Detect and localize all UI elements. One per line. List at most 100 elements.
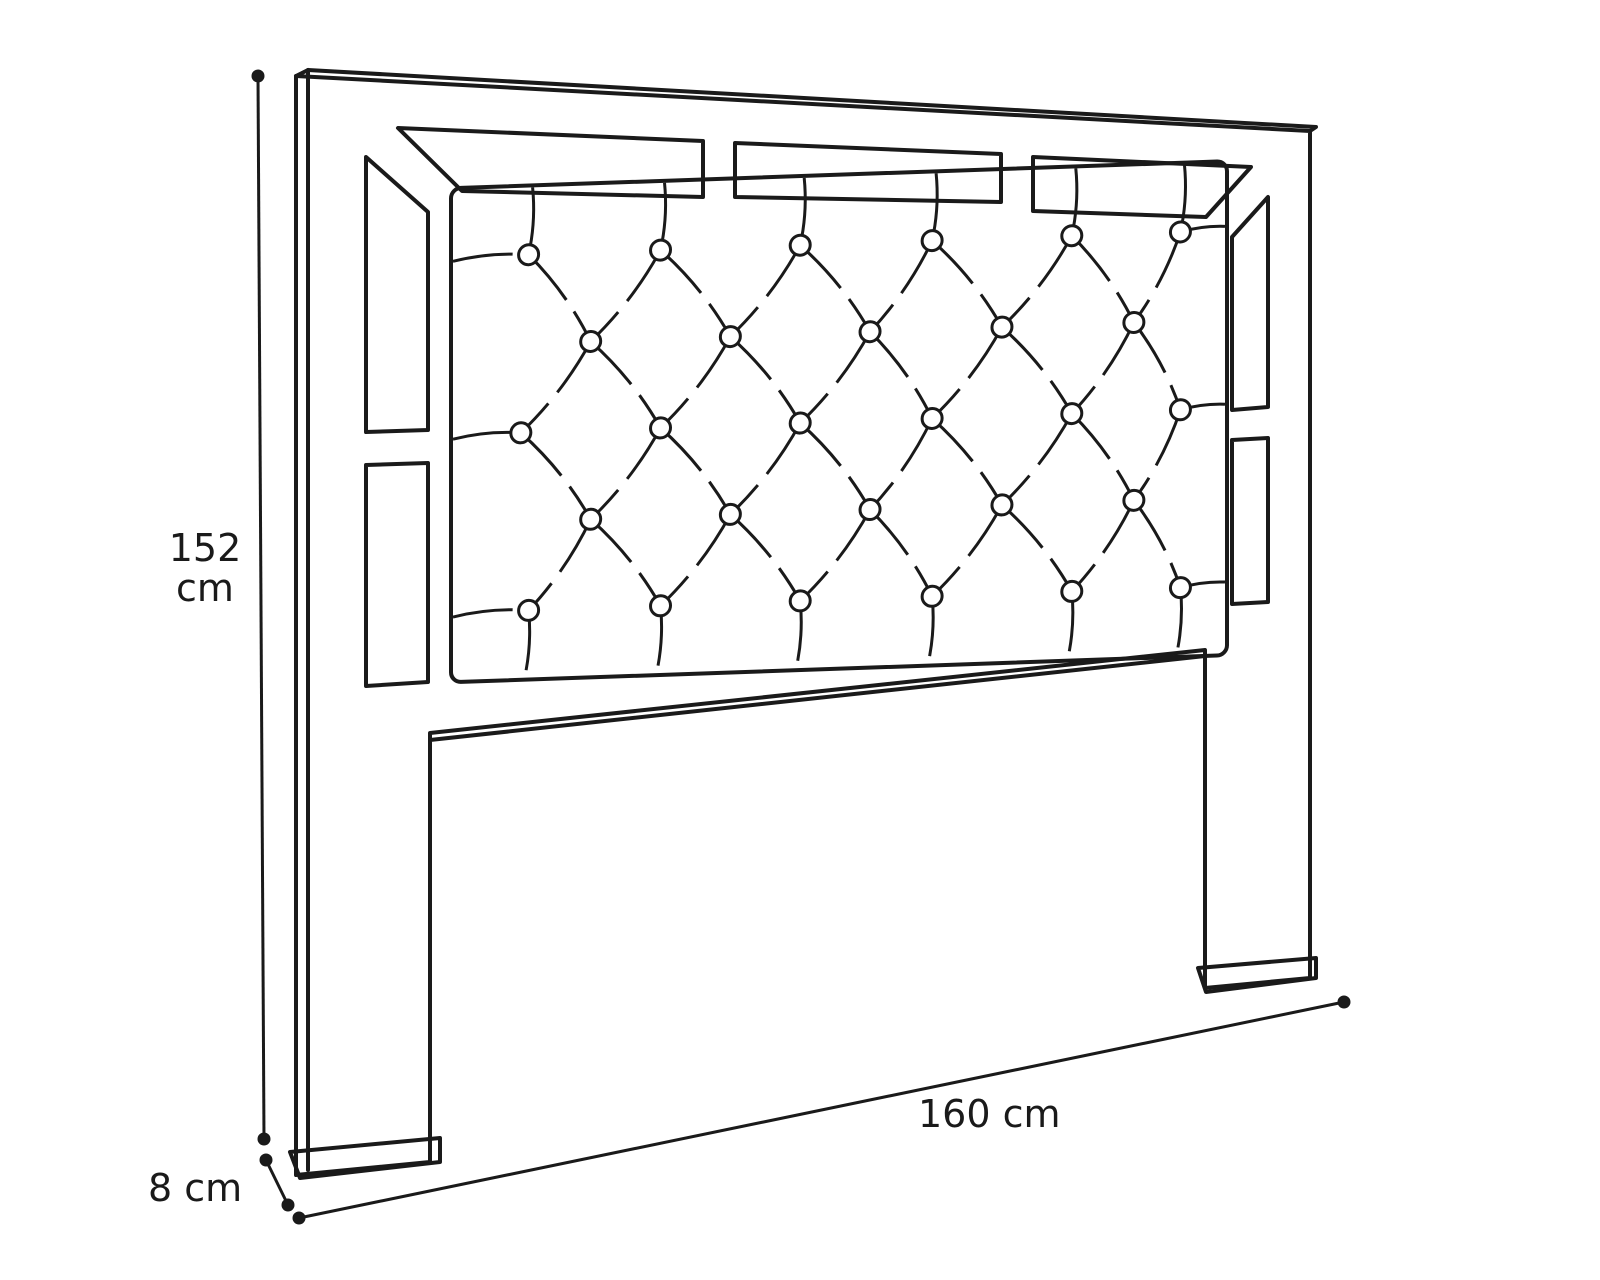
width-dimension-end-left (292, 1211, 306, 1225)
tuft-seam (589, 518, 662, 607)
tuft-seam (931, 239, 1004, 328)
tuft-seam (1000, 235, 1074, 329)
tuft-seam (729, 244, 802, 338)
height-dimension-end-bottom (257, 1132, 271, 1146)
tuft-button (517, 243, 541, 267)
tuft-seam (931, 417, 1004, 506)
tuft-seam (1070, 412, 1136, 502)
tuft-seam (589, 249, 662, 343)
tuft-seam (799, 508, 872, 602)
tuft-seam-top (527, 187, 536, 255)
tuft-seam-left (452, 252, 529, 263)
width-label: 160 cm (918, 1092, 1061, 1136)
tuft-button (1168, 220, 1192, 244)
width-dimension-line (298, 1000, 1345, 1220)
tuft-button (718, 502, 742, 526)
tuft-seam (589, 340, 662, 429)
tuft-button (718, 325, 742, 349)
left-foot (288, 1136, 442, 1180)
depth-label: 8 cm (148, 1166, 243, 1210)
tuft-seam-top (798, 177, 807, 246)
width-dimension-end-right (1337, 995, 1351, 1009)
tufted-cushion (449, 159, 1229, 684)
right-panel-upper (1230, 195, 1270, 412)
tuft-seam (519, 431, 592, 521)
tuft-seam (799, 331, 872, 425)
tuft-seam (1000, 325, 1074, 415)
tuft-seam (868, 508, 934, 597)
height-unit: cm (176, 566, 234, 610)
right-foot (1196, 956, 1318, 994)
tuft-button (920, 229, 944, 253)
height-value: 152 (168, 526, 242, 570)
tuft-button (649, 594, 673, 618)
height-dimension-line (256, 75, 266, 1140)
height-dimension-end-top (251, 69, 265, 83)
tuft-button (1060, 402, 1084, 426)
tuft-button (509, 421, 533, 445)
tuft-seam (589, 427, 662, 521)
tuft-seam (1000, 503, 1074, 593)
tuft-seam (659, 426, 732, 516)
left-panel-lower (364, 461, 430, 688)
tuft-seam-top (659, 182, 668, 251)
tuft-button (788, 589, 812, 613)
tuft-seam (659, 335, 732, 429)
tuft-button (788, 233, 812, 257)
tuft-seam-top (1178, 164, 1187, 233)
tuft-seam (931, 326, 1004, 420)
tuft-button (579, 507, 603, 531)
tuft-seam (519, 340, 592, 434)
tuft-seam (799, 244, 872, 333)
tuft-seam (659, 248, 732, 338)
tuft-seam (799, 421, 872, 511)
tuft-button (990, 493, 1014, 517)
tuft-button (1168, 576, 1192, 600)
tuft-seam (868, 240, 934, 333)
tuft-seam (868, 417, 934, 511)
tuft-button (649, 238, 673, 262)
tuft-seam-top (1070, 168, 1079, 237)
tuft-button (1122, 488, 1146, 512)
tuft-seam (931, 504, 1004, 598)
tuft-seam (1000, 412, 1074, 506)
tuft-button (579, 329, 603, 353)
tuft-seam (729, 513, 802, 602)
tuft-seam (868, 330, 934, 420)
tuft-seam-left (452, 608, 529, 619)
tuft-seam (1132, 409, 1182, 502)
tuft-button (858, 320, 882, 344)
tuft-button (858, 498, 882, 522)
depth-dimension-line (264, 1159, 290, 1206)
tuft-seam-top (930, 173, 939, 241)
tuft-seam (1070, 234, 1136, 324)
tuft-button (920, 406, 944, 430)
tufting-pattern (452, 164, 1226, 678)
top-panel-left (396, 126, 705, 199)
tuft-button (1168, 398, 1192, 422)
tuft-button (1060, 579, 1084, 603)
tuft-button (920, 584, 944, 608)
depth-dimension-end-bottom (281, 1198, 295, 1212)
tuft-button (517, 598, 541, 622)
height-label: 152 cm (160, 528, 250, 608)
tuft-seam (1070, 499, 1136, 593)
opening-lintel (428, 648, 1207, 742)
tuft-seam (1070, 321, 1136, 415)
frame-top-edge (306, 68, 1318, 133)
tuft-button (649, 416, 673, 440)
tuft-seam (527, 253, 593, 343)
tuft-seam-left (452, 430, 521, 441)
tuft-seam (729, 422, 802, 516)
tuft-seam (659, 513, 732, 607)
right-panel-lower (1230, 436, 1270, 606)
tuft-button (1122, 310, 1146, 334)
depth-dimension-end-top (259, 1153, 273, 1167)
left-panel-upper (364, 155, 430, 434)
tuft-button (788, 411, 812, 435)
tuft-seam (527, 518, 593, 612)
tuft-button (1060, 224, 1084, 248)
tuft-seam (1132, 499, 1182, 589)
tuft-seam (1132, 231, 1182, 324)
